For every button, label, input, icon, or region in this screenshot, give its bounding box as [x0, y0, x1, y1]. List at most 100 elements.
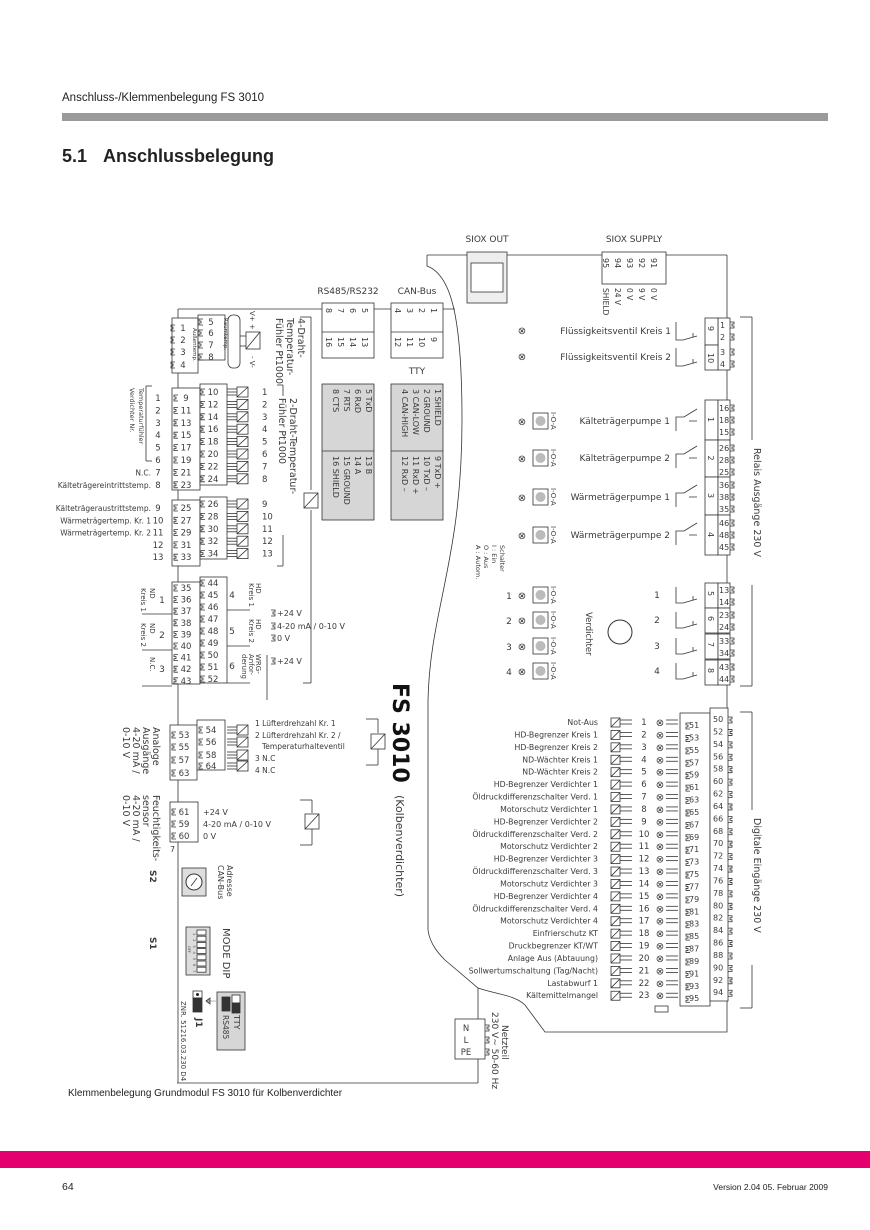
terminal-clamp-icon — [730, 505, 735, 513]
indicator-led-icon: ⊗ — [518, 667, 526, 678]
dip-toggle — [196, 948, 207, 954]
compressor-symbol-icon — [607, 619, 633, 645]
terminal-number: 81 — [689, 907, 699, 916]
dip-number: 1 — [192, 933, 196, 935]
sensor-number: 10 — [262, 512, 273, 522]
contact-diagonal — [610, 817, 621, 827]
dip-toggle — [196, 960, 207, 967]
indicator-led-icon: ⊗ — [518, 616, 526, 627]
model-variant: (Kolbenverdichter) — [393, 795, 406, 897]
digital-input-label: ND-Wächter Kreis 2 — [522, 768, 598, 777]
relay-contact-icon — [675, 612, 698, 629]
terminal-clamp-icon — [685, 921, 690, 929]
terminal-number: 11 — [405, 337, 414, 347]
contact-diagonal — [610, 879, 621, 889]
sensor-diagonal — [236, 535, 249, 547]
terminal-clamp-icon — [685, 933, 690, 941]
terminal-number: 88 — [713, 951, 723, 960]
switch-legend: O : Aus — [482, 545, 490, 569]
terminal-number: 12 — [208, 400, 219, 410]
digital-input-number: 13 — [639, 867, 650, 877]
v-plus-label: V+ + — [248, 311, 256, 330]
contact-diagonal — [610, 717, 621, 728]
contact-diagonal — [610, 754, 621, 765]
terminal-clamp-icon — [173, 654, 178, 661]
terminal-clamp-icon — [730, 623, 735, 631]
digital-input-number: 12 — [639, 855, 650, 865]
analog-output-title: 0-10 V — [120, 727, 131, 759]
terminal-clamp-icon — [173, 631, 178, 638]
digital-input-number: 17 — [639, 917, 650, 927]
power-terminal — [454, 1018, 486, 1060]
terminal-number: 37 — [181, 607, 192, 617]
temp-input-label: Wärmeträgertemp. Kr. 1 — [60, 516, 151, 525]
sensor-diagonal — [236, 448, 249, 460]
terminal-clamp-icon — [173, 504, 178, 512]
switch-knob-icon — [535, 666, 546, 676]
jumper-tty-pin — [231, 994, 241, 1004]
contact-diagonal — [610, 990, 621, 1001]
group-label: ND — [148, 623, 156, 634]
terminal-number: 20 — [208, 450, 219, 460]
digital-input-number: 22 — [639, 979, 650, 989]
pin-assignment: 8 CTS — [331, 389, 340, 412]
terminal-number: 44 — [719, 675, 729, 684]
digital-input-number: 1 — [641, 718, 646, 728]
terminal-number: 39 — [181, 630, 192, 640]
terminal-clamp-icon — [685, 884, 690, 891]
terminal-number: 74 — [713, 864, 723, 873]
indicator-led-icon: ⊗ — [656, 780, 664, 791]
sensor2-title: Fühler Pt1000 — [276, 398, 287, 464]
terminal-clamp-icon — [728, 977, 733, 985]
sensor-number: 7 — [262, 462, 267, 472]
terminal-number: 50 — [713, 715, 723, 724]
digital-input-number: 14 — [639, 879, 650, 889]
terminal-number: 90 — [713, 963, 723, 972]
terminal-number: 1 — [429, 308, 438, 313]
switch-label: I-O-A — [549, 412, 557, 430]
terminal-number: 51 — [208, 663, 219, 673]
terminal-number: 29 — [181, 529, 192, 539]
compressor-number: 1 — [654, 591, 660, 601]
terminal-number: 18 — [719, 416, 729, 425]
contact-diagonal — [610, 767, 621, 777]
terminal-clamp-icon — [730, 468, 735, 476]
switch-knob-icon — [535, 416, 546, 426]
version-date: Version 2.04 05. Februar 2009 — [713, 1182, 828, 1192]
switch-legend: A : Autom. — [474, 545, 482, 579]
terminal-number: 7 — [208, 341, 213, 351]
pin-assignment: 1 SHIELD — [433, 389, 442, 426]
terminal-clamp-icon — [173, 596, 178, 603]
terminal-clamp-icon — [200, 615, 205, 623]
compressor-number: 4 — [654, 667, 660, 677]
indicator-led-icon: ⊗ — [518, 454, 526, 465]
section-title: Anschlussbelegung — [103, 146, 275, 166]
analog-output-label: 2 Lüfterdrehzahl Kr. 2 / — [255, 731, 341, 740]
sensor-diagonal — [236, 749, 249, 761]
terminal-number: 76 — [713, 876, 723, 885]
temp-input-number: 5 — [155, 444, 160, 454]
terminal-number: 36 — [719, 481, 729, 490]
compressor-label: Verdichter — [583, 612, 593, 656]
relay-contact-icon — [675, 408, 698, 431]
digital-input-number: 5 — [641, 768, 646, 778]
temp-group-label: Temperaturfühler — [137, 387, 145, 445]
group-label: Kreis 1 — [139, 588, 147, 612]
sensor4-title: 4-Draht- — [295, 318, 306, 358]
sensor-diagonal — [236, 736, 249, 748]
temp-input-number: 8 — [155, 481, 160, 491]
relay-contact-icon — [675, 445, 698, 468]
terminal-clamp-icon — [198, 341, 203, 349]
switch-knob-icon — [535, 530, 546, 540]
terminal-number: 92 — [637, 258, 646, 268]
terminal-clamp-icon — [173, 456, 178, 464]
relay-number: 4 — [706, 532, 715, 537]
indicator-led-icon: ⊗ — [656, 805, 664, 816]
s1-id: S1 — [147, 937, 157, 950]
valve-label: Flüssigkeitsventil Kreis 1 — [560, 327, 671, 337]
switch-legend: Schalter — [498, 545, 506, 572]
terminal-number: 35 — [181, 584, 192, 594]
terminal-number: 34 — [719, 649, 729, 658]
terminal-number: 70 — [713, 839, 723, 848]
terminal-clamp-icon — [200, 413, 205, 421]
